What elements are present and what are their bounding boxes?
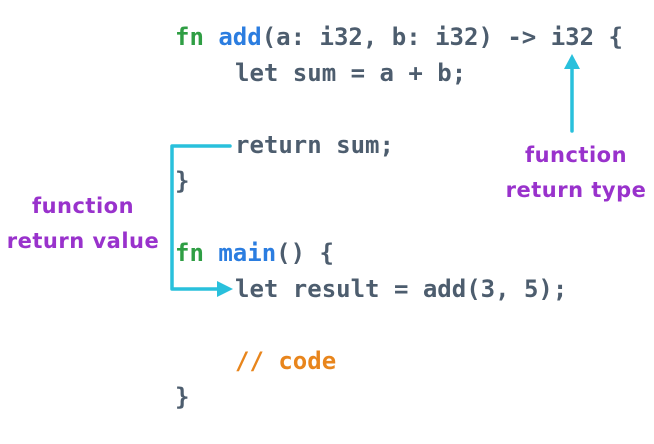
code-line: fn add(a: i32, b: i32) -> i32 { <box>175 19 623 55</box>
code-line: // code <box>175 343 623 379</box>
code-line: let sum = a + b; <box>175 55 623 91</box>
code-token-keyword: fn <box>175 239 219 267</box>
code-token-code: (a: i32, b: i32) -> i32 { <box>261 23 623 51</box>
label-line: function <box>524 143 628 167</box>
code-line: } <box>175 379 623 415</box>
return-type-label: function return type <box>498 138 654 208</box>
code-token-code: () { <box>276 239 334 267</box>
code-token-keyword: fn <box>175 23 219 51</box>
code-token-code: } <box>175 383 190 411</box>
code-token-code: let sum = a + b; <box>235 59 467 87</box>
return-value-label: function return value <box>6 189 160 259</box>
code-line: fn main() { <box>175 235 623 271</box>
code-block: fn add(a: i32, b: i32) -> i32 { let sum =… <box>175 19 623 415</box>
code-token-function_name: add <box>218 23 262 51</box>
code-token-code: } <box>175 167 190 195</box>
code-token-comment: // code <box>235 347 337 375</box>
label-line: return type <box>505 178 647 202</box>
code-line <box>175 91 623 127</box>
label-line: return value <box>6 229 160 253</box>
code-line: return sum; <box>175 127 623 163</box>
code-token-function_name: main <box>218 239 277 267</box>
code-token-code: let result = add(3, 5); <box>235 275 568 303</box>
code-token-code: return sum; <box>235 131 394 159</box>
label-line: function <box>31 194 135 218</box>
code-line <box>175 307 623 343</box>
code-line: } <box>175 163 623 199</box>
code-line: let result = add(3, 5); <box>175 271 623 307</box>
